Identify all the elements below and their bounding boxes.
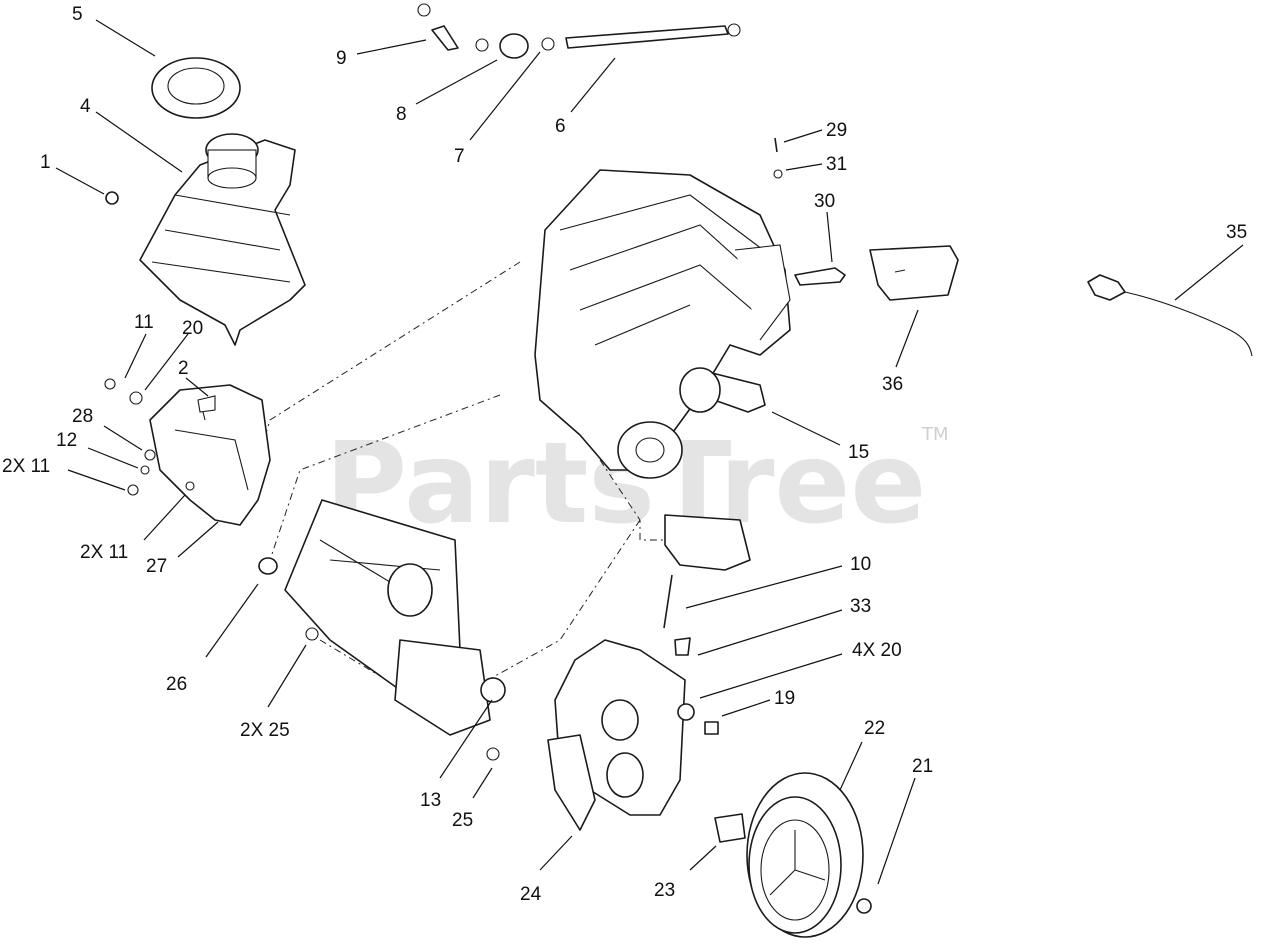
wire-harness-part[interactable] (1087, 274, 1253, 357)
callout-labels: 5 4 1 9 8 7 6 29 31 30 35 36 11 20 2 28 … (2, 4, 1247, 905)
callout-1: 1 (40, 152, 51, 173)
callout-31: 31 (826, 154, 847, 175)
callout-2x11-lower: 2X 11 (80, 542, 128, 563)
callout-10: 10 (850, 554, 871, 575)
callout-25: 25 (452, 810, 473, 831)
linkage-rod-part[interactable] (417, 3, 741, 59)
frame-plate-part[interactable] (258, 499, 506, 736)
nut-part[interactable] (105, 191, 119, 205)
callout-33: 33 (850, 596, 871, 617)
callout-30: 30 (814, 191, 835, 212)
callout-2x11-upper: 2X 11 (2, 456, 50, 477)
callout-22: 22 (864, 718, 885, 739)
callout-35: 35 (1226, 222, 1247, 243)
callout-5: 5 (72, 4, 83, 25)
guide-line-tank (239, 261, 521, 521)
callout-11: 11 (134, 312, 154, 333)
callout-4x20: 4X 20 (852, 640, 902, 661)
gearcase-plate-part[interactable] (486, 514, 751, 816)
callout-36: 36 (882, 374, 903, 395)
callout-2x25: 2X 25 (240, 720, 290, 741)
callout-26: 26 (166, 674, 187, 695)
callout-9: 9 (336, 48, 347, 69)
callout-20: 20 (182, 318, 203, 339)
callout-8: 8 (396, 104, 407, 125)
callout-24: 24 (520, 884, 542, 905)
callout-19: 19 (774, 688, 795, 709)
callout-4: 4 (80, 96, 91, 117)
callout-13: 13 (420, 790, 441, 811)
leader-lines (55, 19, 1244, 885)
fuel-cap-part[interactable] (151, 57, 241, 119)
callout-2: 2 (178, 358, 189, 379)
cover-part[interactable] (869, 245, 959, 301)
callout-12: 12 (56, 430, 77, 451)
watermark-trademark: TM (921, 424, 949, 445)
callout-15: 15 (848, 442, 869, 463)
guide-line-engine (599, 459, 680, 541)
wheel-part[interactable] (714, 772, 872, 938)
callout-28: 28 (72, 406, 93, 427)
left-bracket-part[interactable] (104, 378, 271, 526)
screw-washer-clip-part[interactable] (773, 137, 846, 286)
callout-29: 29 (826, 120, 847, 141)
callout-6: 6 (555, 116, 566, 137)
callout-27: 27 (146, 556, 167, 577)
callout-21: 21 (912, 756, 933, 777)
fuel-tank-part[interactable] (139, 133, 306, 346)
guide-line-bracket (269, 394, 501, 561)
callout-23: 23 (654, 880, 675, 901)
callout-7: 7 (454, 146, 465, 167)
axle-bracket-part[interactable] (547, 734, 596, 831)
engine-part[interactable] (534, 169, 791, 479)
